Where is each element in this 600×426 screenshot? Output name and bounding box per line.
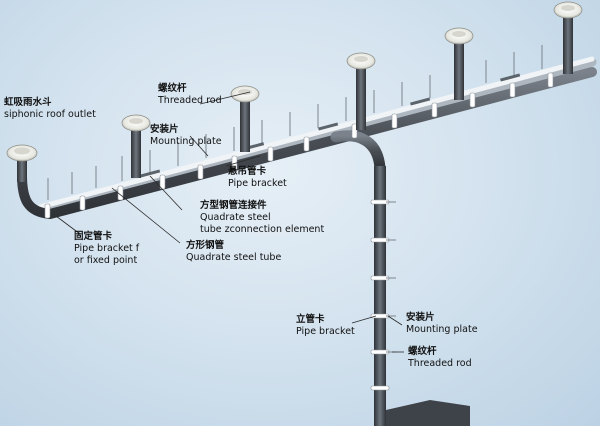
label-steel-tube-en: Quadrate steel tube — [186, 252, 282, 263]
label-threaded-rod-top-en: Threaded rod — [158, 95, 222, 106]
label-fixed-point-bracket-cn: 固定管卡 — [74, 231, 113, 242]
roof-outlet — [230, 85, 260, 152]
label-threaded-rod-top: 螺纹杆 Threaded rod — [158, 83, 222, 107]
pipe-brackets-horizontal — [44, 72, 554, 219]
label-pipe-bracket-vertical: 立管卡 Pipe bracket — [296, 314, 355, 338]
label-pipe-bracket-hang-cn: 悬吊管卡 — [228, 166, 267, 177]
label-fixed-point-bracket-en2: or fixed point — [74, 255, 138, 266]
label-roof-outlet: 虹吸雨水斗 siphonic roof outlet — [4, 97, 96, 121]
roof-outlet — [346, 52, 376, 130]
roof-outlet — [6, 144, 38, 182]
label-pipe-bracket-vertical-en: Pipe bracket — [296, 326, 355, 337]
riser-branch — [330, 130, 386, 174]
label-mounting-plate-top: 安装片 Mounting plate — [150, 124, 222, 148]
roof-outlet — [121, 114, 151, 178]
mounting-plates — [140, 73, 521, 178]
label-mounting-plate-bottom: 安装片 Mounting plate — [406, 312, 478, 336]
label-steel-tube-cn: 方形钢管 — [186, 240, 225, 251]
label-pipe-bracket-hang: 悬吊管卡 Pipe bracket — [228, 166, 287, 190]
riser-bottom-elbow — [386, 400, 470, 426]
label-mounting-plate-top-en: Mounting plate — [150, 136, 222, 147]
label-steel-tube: 方形钢管 Quadrate steel tube — [186, 240, 281, 264]
vertical-riser — [374, 166, 386, 426]
label-threaded-rod-bottom-cn: 螺纹杆 — [408, 346, 437, 357]
label-fixed-point-bracket-en1: Pipe bracket f — [74, 243, 140, 254]
label-threaded-rod-bottom: 螺纹杆 Threaded rod — [408, 346, 472, 370]
label-connection-element: 方型钢管连接件 Quadrate steel tube zconnection … — [200, 200, 324, 236]
label-connection-element-cn: 方型钢管连接件 — [200, 200, 267, 211]
riser-threaded-rods — [386, 201, 396, 353]
label-roof-outlet-en: siphonic roof outlet — [4, 109, 96, 120]
roof-outlet — [444, 27, 474, 100]
label-mounting-plate-top-cn: 安装片 — [150, 124, 179, 135]
label-connection-element-en2: tube zconnection element — [200, 224, 325, 235]
label-roof-outlet-cn: 虹吸雨水斗 — [4, 97, 52, 108]
label-connection-element-en1: Quadrate steel — [200, 212, 271, 223]
label-threaded-rod-bottom-en: Threaded rod — [408, 358, 472, 369]
label-pipe-bracket-hang-en: Pipe bracket — [228, 178, 287, 189]
pipe-brackets-vertical — [370, 199, 390, 391]
label-mounting-plate-bottom-en: Mounting plate — [406, 324, 478, 335]
label-pipe-bracket-vertical-cn: 立管卡 — [296, 314, 325, 325]
label-fixed-point-bracket: 固定管卡 Pipe bracket f or fixed point — [74, 231, 139, 267]
quadrate-steel-tube — [35, 56, 597, 215]
leader-lines — [55, 91, 404, 353]
label-mounting-plate-bottom-cn: 安装片 — [406, 312, 435, 323]
roof-outlet — [553, 1, 583, 74]
label-threaded-rod-top-cn: 螺纹杆 — [158, 83, 187, 94]
